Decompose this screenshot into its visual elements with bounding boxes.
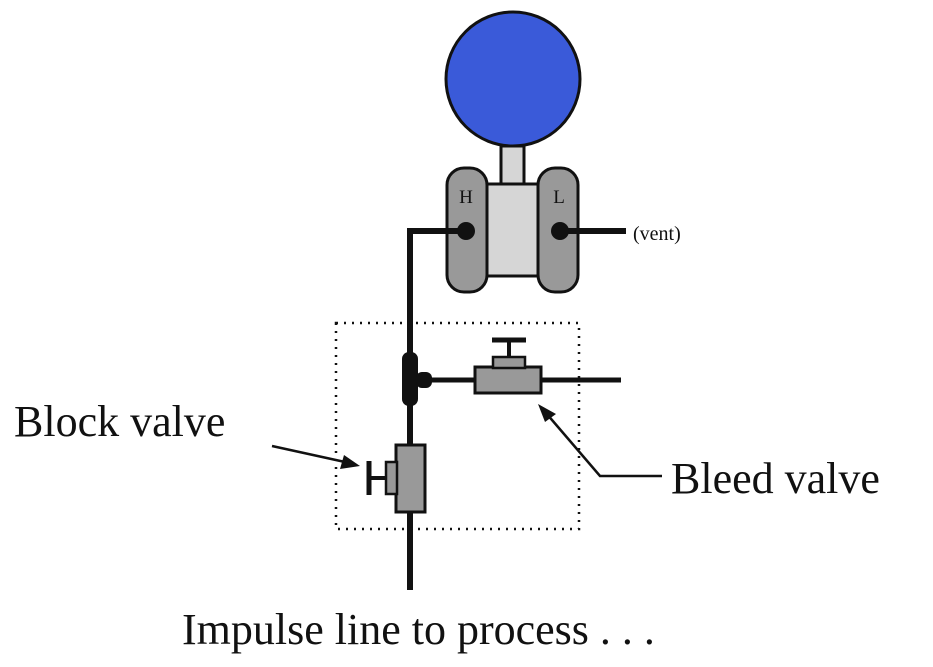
block-valve-body	[394, 443, 427, 514]
block-valve-leader	[271, 444, 346, 464]
block-valve-bonnet	[384, 460, 399, 496]
bleed-valve-label: Bleed valve	[671, 454, 880, 503]
manifold-boundary	[334, 321, 581, 531]
tee-fitting	[402, 352, 418, 406]
bleed-valve-leader	[545, 412, 662, 478]
transmitter-neck	[499, 144, 526, 186]
low-port-connection	[551, 222, 569, 240]
low-port-label: L	[553, 187, 565, 208]
block-valve-arrowhead	[340, 455, 360, 469]
transmitter-head	[444, 10, 582, 148]
high-port-label: H	[459, 187, 473, 208]
impulse-line-caption: Impulse line to process . . .	[182, 605, 655, 654]
bleed-valve-bonnet	[491, 355, 527, 370]
bleed-valve-arrowhead	[538, 404, 556, 422]
vent-label: (vent)	[633, 223, 681, 245]
bleed-valve-body	[473, 365, 543, 395]
transmitter-body	[482, 182, 543, 278]
block-valve-label: Block valve	[14, 397, 225, 446]
tee-branch	[416, 372, 432, 388]
